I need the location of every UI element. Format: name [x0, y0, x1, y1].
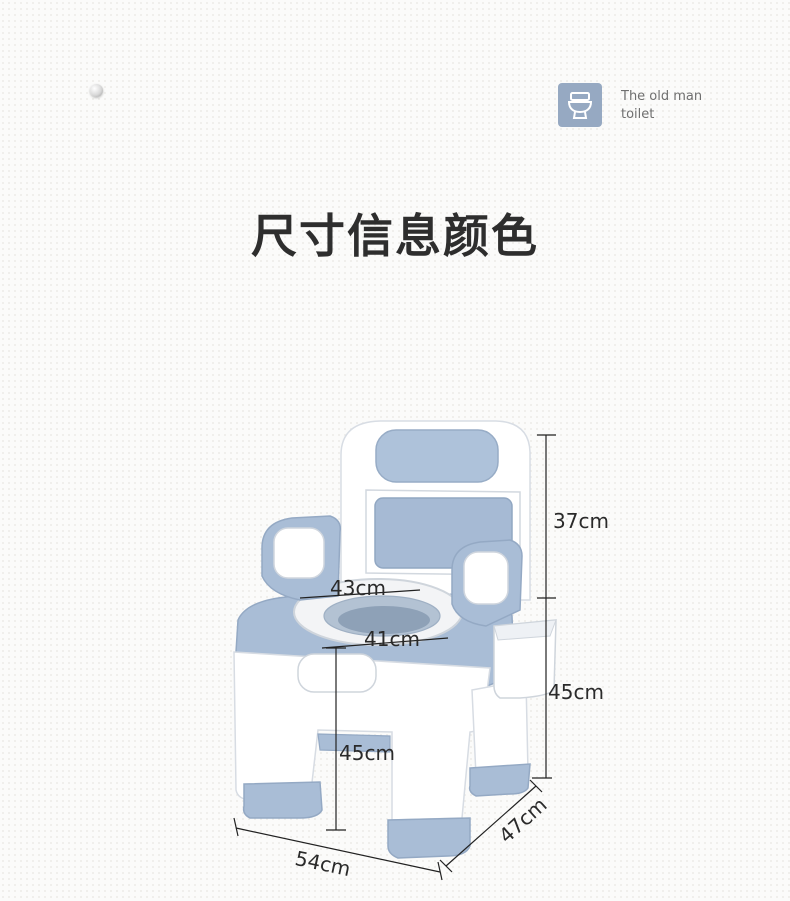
toilet-icon — [558, 83, 602, 127]
bullet-dot-icon — [90, 84, 103, 97]
page-title: 尺寸信息颜色 — [251, 209, 539, 263]
dim-seat-outer-width: 43cm — [330, 576, 386, 600]
brand-label: The old man toilet — [621, 88, 721, 124]
dimension-lines — [233, 434, 556, 881]
brand-line-1: The old man — [621, 89, 703, 104]
dim-seat-inner-width: 41cm — [364, 627, 420, 651]
brand-line-2: toilet — [621, 107, 655, 122]
dim-base-height: 45cm — [548, 680, 604, 704]
dim-seat-height: 45cm — [339, 741, 395, 765]
dim-back-height: 37cm — [553, 509, 609, 533]
